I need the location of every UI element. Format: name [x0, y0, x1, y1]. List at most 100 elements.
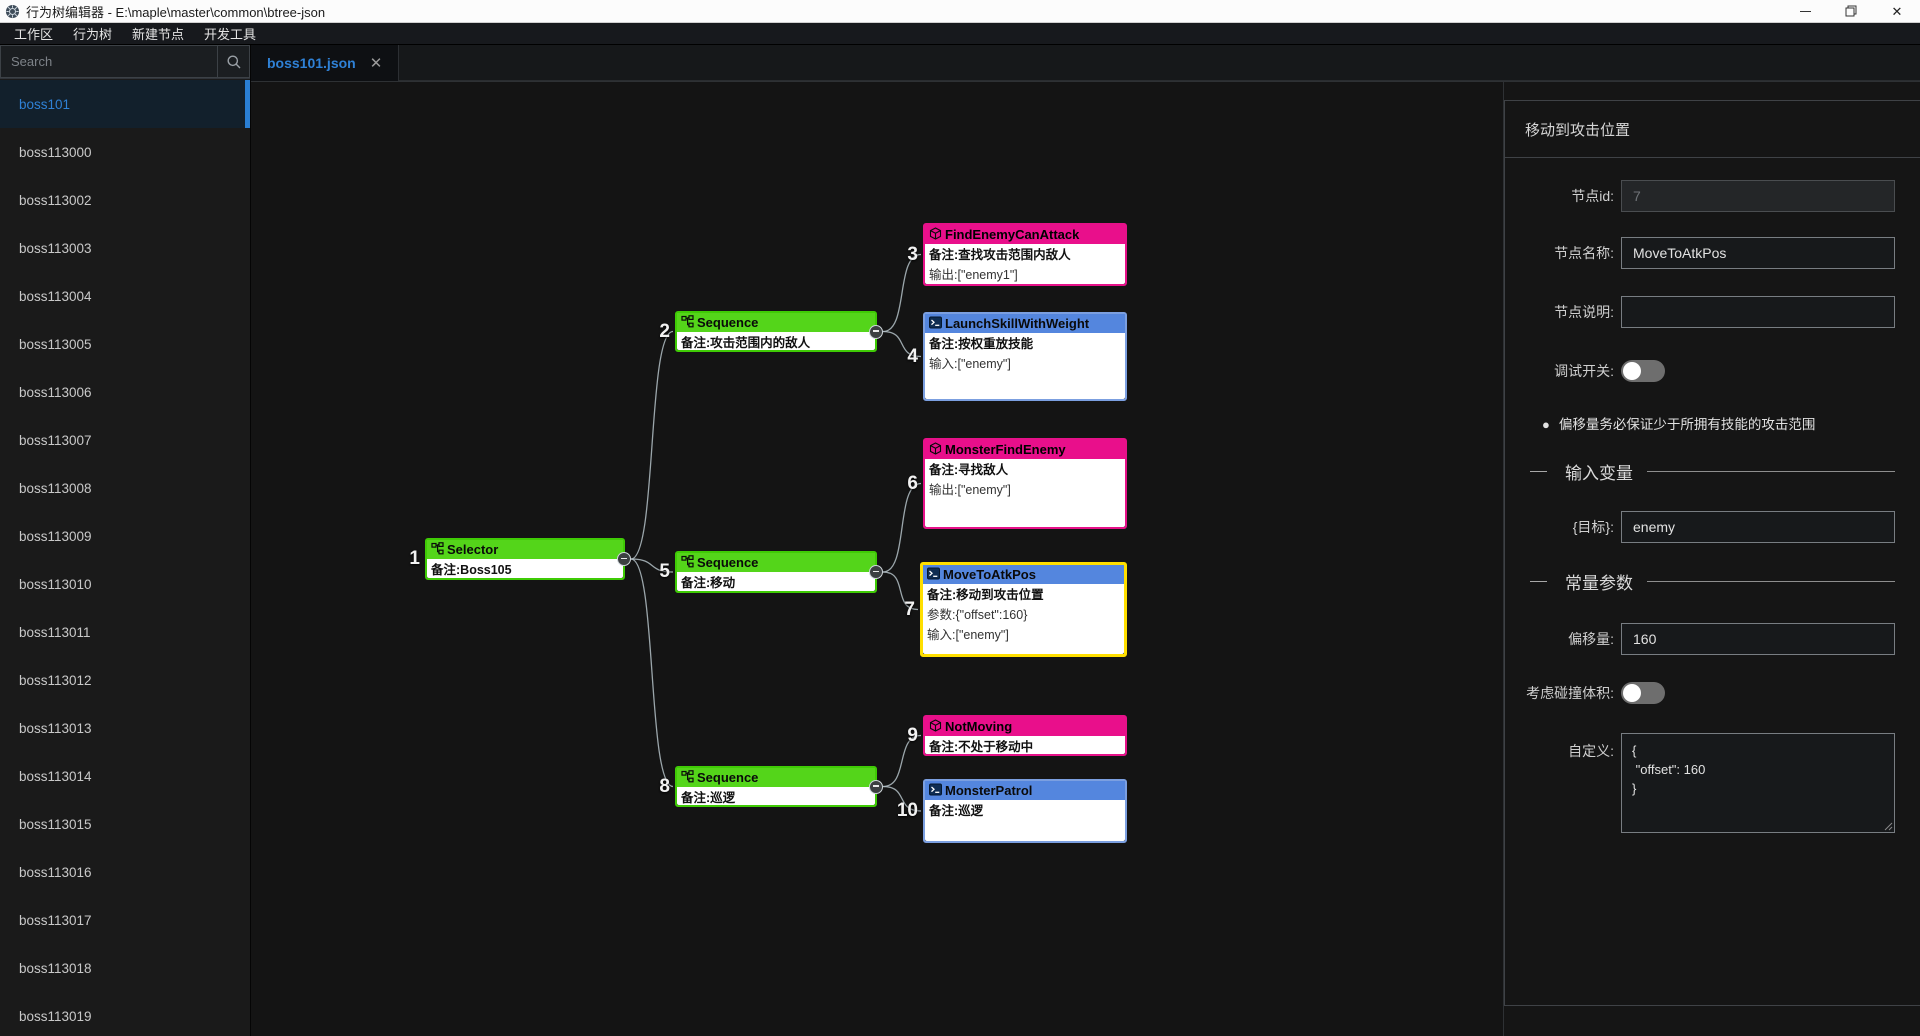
node-order-number: 9: [907, 724, 918, 746]
search-input[interactable]: [0, 45, 217, 78]
sidebar-item-boss101[interactable]: boss101: [0, 80, 250, 128]
node-note-line: 备注:移动到攻击位置: [927, 588, 1044, 602]
sidebar-item-boss113014[interactable]: boss113014: [19, 768, 92, 784]
offset-label: 偏移量:: [1568, 631, 1614, 647]
node-note-line: 备注:巡逻: [929, 804, 984, 818]
cube-icon: [929, 718, 942, 735]
minimize-icon: [1799, 10, 1811, 12]
node-note-line: 备注:按权重放技能: [929, 337, 1034, 351]
node-order-number: 1: [409, 548, 420, 569]
node-title: Sequence: [697, 315, 759, 330]
collapse-children-button[interactable]: [869, 324, 883, 339]
tree-icon: [681, 314, 694, 331]
tree-icon: [681, 769, 694, 786]
node-order-number: 4: [907, 345, 918, 367]
node-desc-label: 节点说明:: [1554, 304, 1614, 320]
sidebar-item-boss113006[interactable]: boss113006: [19, 384, 92, 400]
node-title: Sequence: [697, 770, 759, 785]
boss-file-list: boss101 boss113000 boss113002 boss113003 bos…: [0, 79, 250, 1036]
tree-node-Selector[interactable]: Selector 备注:Boss105: [425, 538, 631, 580]
target-label: {目标}:: [1572, 519, 1614, 535]
tree-node-Sequence[interactable]: Sequence 备注:巡逻: [675, 766, 883, 807]
custom-json-textarea[interactable]: { "offset": 160 }: [1621, 733, 1895, 833]
search-icon: [227, 55, 240, 68]
sidebar-item-boss113002[interactable]: boss113002: [19, 192, 92, 208]
minimize-button[interactable]: [1782, 0, 1828, 22]
node-title: Sequence: [697, 555, 759, 570]
node-name-input[interactable]: [1621, 237, 1895, 269]
debug-toggle[interactable]: [1621, 360, 1665, 382]
debug-toggle-label: 调试开关:: [1554, 363, 1614, 379]
sidebar-item-boss113013[interactable]: boss113013: [19, 720, 92, 736]
node-title: MonsterPatrol: [945, 783, 1033, 798]
section-input-vars: 输入变量: [1530, 459, 1895, 484]
node-note-line: 备注:Boss105: [431, 563, 512, 577]
sidebar-item-boss113003[interactable]: boss113003: [19, 240, 92, 256]
tree-icon: [681, 554, 694, 571]
sidebar-item-boss113004[interactable]: boss113004: [19, 288, 92, 304]
collapse-children-button[interactable]: [869, 565, 883, 579]
bullet-icon: ●: [1542, 417, 1550, 432]
node-order-number: 5: [659, 561, 670, 582]
node-order-number: 7: [904, 598, 915, 620]
tab-close-icon[interactable]: ✕: [369, 54, 383, 72]
node-note-line: 备注:巡逻: [681, 791, 736, 805]
sidebar-item-boss113019[interactable]: boss113019: [19, 1008, 92, 1024]
custom-label: 自定义:: [1568, 743, 1614, 759]
window-title: 行为树编辑器 - E:\maple\master\common\btree-js…: [26, 4, 326, 20]
collapse-children-button[interactable]: [617, 552, 631, 566]
tree-node-Sequence[interactable]: Sequence 备注:移动: [675, 551, 883, 593]
sidebar-item-boss113008[interactable]: boss113008: [19, 480, 92, 496]
node-order-number: 8: [659, 775, 670, 797]
menu-item-2[interactable]: 新建节点: [132, 27, 185, 42]
sidebar-item-boss113015[interactable]: boss113015: [19, 816, 92, 832]
node-id-input: [1621, 180, 1895, 212]
node-order-number: 2: [659, 320, 670, 342]
node-title: FindEnemyCanAttack: [945, 227, 1080, 242]
node-title: Selector: [447, 542, 499, 557]
menu-item-3[interactable]: 开发工具: [204, 27, 257, 42]
terminal-icon: [927, 567, 940, 583]
node-order-number: 3: [907, 243, 918, 265]
section-const-params: 常量参数: [1530, 569, 1895, 594]
offset-input[interactable]: [1621, 623, 1895, 655]
terminal-icon: [929, 316, 942, 332]
sidebar-item-boss113018[interactable]: boss113018: [19, 960, 92, 976]
tab-boss101.json[interactable]: boss101.json✕: [251, 45, 400, 81]
sidebar-item-boss113017[interactable]: boss113017: [19, 912, 92, 928]
menu-item-1[interactable]: 行为树: [73, 27, 113, 42]
search-button[interactable]: [217, 45, 250, 78]
tree-node-MonsterPatrol[interactable]: MonsterPatrol 备注:巡逻: [923, 779, 1127, 843]
sidebar-item-boss113009[interactable]: boss113009: [19, 528, 92, 544]
search-row: [0, 45, 250, 79]
restore-button[interactable]: [1828, 0, 1874, 22]
menu-item-0[interactable]: 工作区: [14, 27, 54, 42]
terminal-icon: [929, 783, 942, 799]
close-icon: ✕: [1891, 3, 1903, 19]
close-button[interactable]: ✕: [1874, 0, 1920, 22]
node-note-line: 备注:不处于移动中: [929, 740, 1034, 754]
sidebar-item-boss113016[interactable]: boss113016: [19, 864, 92, 880]
collision-toggle[interactable]: [1621, 682, 1665, 704]
node-desc-input[interactable]: [1621, 296, 1895, 328]
node-note-line: 输入:["enemy"]: [927, 628, 1009, 642]
sidebar-item-boss113012[interactable]: boss113012: [19, 672, 92, 688]
sidebar-item-boss113010[interactable]: boss113010: [19, 576, 92, 592]
node-order-number: 10: [896, 800, 918, 821]
target-input[interactable]: [1621, 511, 1895, 543]
cube-icon: [929, 226, 942, 243]
sidebar-item-boss113005[interactable]: boss113005: [19, 336, 92, 352]
sidebar-item-boss113000[interactable]: boss113000: [19, 144, 92, 160]
sidebar-item-boss113011[interactable]: boss113011: [19, 624, 91, 640]
sidebar-item-boss113007[interactable]: boss113007: [19, 432, 92, 448]
panel-title: 移动到攻击位置: [1505, 101, 1920, 158]
collapse-children-button[interactable]: [869, 779, 883, 794]
node-note-line: 备注:移动: [681, 576, 736, 590]
